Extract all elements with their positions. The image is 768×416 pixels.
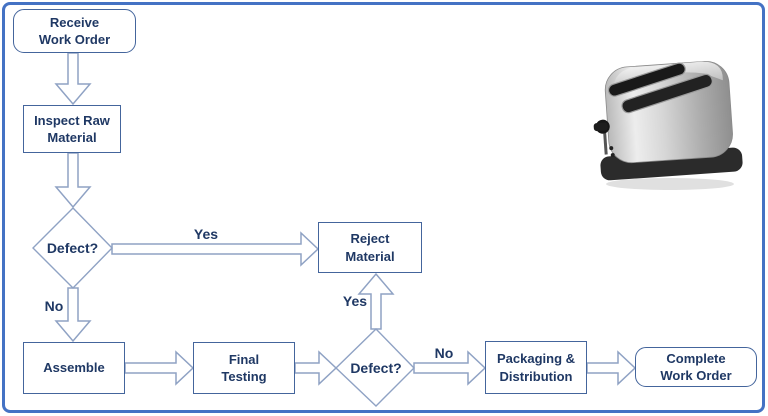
node-assemble: Assemble bbox=[23, 342, 125, 394]
arrow-defect1-yes-to-reject bbox=[111, 231, 320, 267]
arrow-defect2-no-to-packaging bbox=[413, 350, 487, 386]
toaster-image bbox=[593, 60, 743, 190]
node-final-testing: Final Testing bbox=[193, 342, 295, 394]
toaster-dial-dot bbox=[610, 153, 615, 158]
arrow-packaging-to-complete bbox=[586, 350, 637, 386]
arrow-inspect-to-defect1 bbox=[54, 152, 92, 209]
label-defect2-no: No bbox=[434, 345, 454, 361]
label-defect1-no: No bbox=[44, 298, 64, 314]
arrow-defect1-no-to-assemble bbox=[54, 287, 92, 343]
node-defect-decision-2-shape bbox=[334, 328, 415, 407]
toaster-slot bbox=[607, 62, 686, 97]
node-defect-decision-1-label: Defect? bbox=[46, 240, 99, 256]
toaster-slot bbox=[621, 73, 713, 114]
arrow-defect2-yes-to-reject bbox=[357, 272, 395, 330]
toaster-lever-track bbox=[603, 130, 608, 155]
toaster-lever-knob bbox=[593, 122, 608, 132]
arrow-receive-to-inspect bbox=[54, 52, 92, 106]
arrow-final-testing-to-defect2 bbox=[294, 350, 338, 386]
node-reject-material: Reject Material bbox=[318, 222, 422, 273]
toaster-dial-dot bbox=[609, 146, 614, 151]
node-packaging-distribution: Packaging & Distribution bbox=[485, 341, 587, 394]
node-complete-work-order: Complete Work Order bbox=[635, 347, 757, 387]
node-defect-decision-1-shape bbox=[32, 207, 113, 289]
label-defect2-yes: Yes bbox=[342, 293, 368, 309]
toaster-shadow bbox=[606, 178, 734, 190]
label-defect1-yes: Yes bbox=[193, 226, 219, 242]
node-inspect-raw-material: Inspect Raw Material bbox=[23, 105, 121, 153]
toaster-top-face bbox=[613, 61, 723, 90]
arrow-assemble-to-final-testing bbox=[124, 350, 195, 386]
node-receive-work-order: Receive Work Order bbox=[13, 9, 136, 53]
node-defect-decision-2-label: Defect? bbox=[350, 360, 402, 376]
